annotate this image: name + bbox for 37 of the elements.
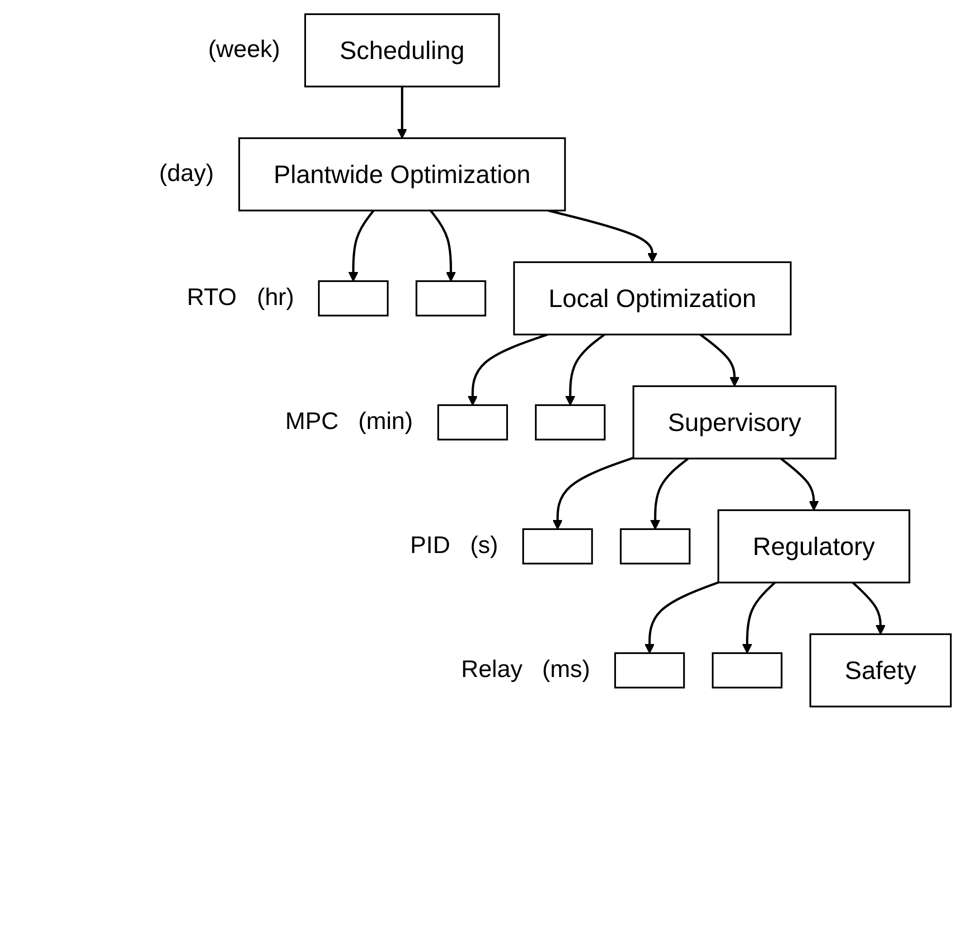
arrow (397, 86, 408, 139)
time-scale-label: (day) (159, 160, 214, 188)
arrow (780, 458, 819, 511)
time-scale-label: (s) (470, 532, 498, 560)
node-box (437, 404, 508, 440)
time-scale-label: RTO (186, 284, 237, 312)
time-scale-label: (min) (358, 408, 413, 436)
arrow (650, 458, 689, 530)
node-box: Regulatory (717, 509, 910, 584)
node-box (712, 652, 782, 688)
node-box: Safety (809, 633, 952, 708)
node-box: Scheduling (304, 13, 500, 88)
arrow (430, 210, 456, 282)
node-box (534, 404, 606, 440)
arrow (742, 582, 776, 654)
time-scale-label: (ms) (542, 656, 590, 684)
node-box (614, 652, 685, 688)
node-box: Supervisory (632, 385, 837, 460)
arrow (548, 209, 658, 263)
arrow (468, 333, 548, 406)
arrow (348, 210, 375, 282)
time-scale-label: Relay (461, 656, 522, 684)
node-box: Local Optimization (513, 261, 792, 336)
time-scale-label: MPC (285, 408, 339, 436)
node-box: Plantwide Optimization (238, 137, 566, 212)
arrow (852, 582, 886, 635)
node-box (318, 280, 389, 316)
node-box (522, 528, 593, 564)
time-scale-label: (week) (208, 36, 280, 64)
node-box (620, 528, 690, 564)
node-box (416, 280, 486, 316)
time-scale-label: (hr) (256, 284, 294, 312)
arrow (565, 334, 606, 406)
arrow (552, 456, 634, 530)
arrow (644, 581, 719, 654)
time-scale-label: PID (410, 532, 450, 560)
arrow (700, 334, 740, 387)
